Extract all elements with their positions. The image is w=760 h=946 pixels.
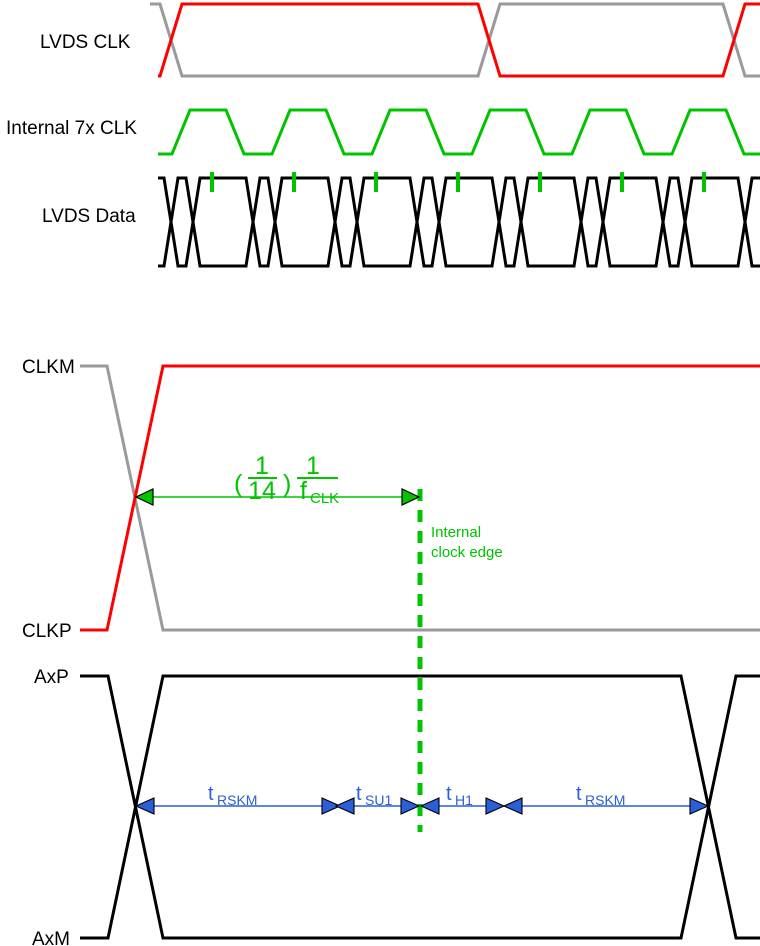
signal-label-clkp: CLKP [22, 621, 72, 642]
lvds-clk-complement-trace [150, 2, 760, 78]
t-h1-arrow-start [419, 797, 440, 815]
upper-diagram-group: LVDS CLK Internal 7x CLK LVDS Data [6, 2, 760, 268]
t-rskm-right-label-sub: RSKM [585, 792, 625, 808]
formula-fraction1-denominator: 14 [248, 477, 276, 505]
lvds-data-sample-ticks [210, 172, 706, 192]
t-h1-label-sub: H1 [455, 792, 473, 808]
period-arrow-right-head [401, 488, 421, 506]
period-formula: ( ) 1 14 1 f CLK [234, 452, 339, 507]
timing-measure-t-h1: t H1 [419, 783, 506, 815]
signal-label-axm: AxM [32, 929, 70, 946]
internal-7x-clk-trace [158, 108, 760, 156]
timing-measure-t-rskm-right: t RSKM [502, 783, 710, 815]
t-rskm-left-arrow-end [321, 797, 342, 815]
internal-clock-edge-label-line1: Internal [431, 524, 481, 541]
formula-fraction2-denominator-base: f [300, 477, 307, 505]
t-rskm-right-arrow-end [689, 797, 710, 815]
signal-label-clkm: CLKM [22, 357, 75, 378]
period-arrow-left-head [134, 488, 154, 506]
t-su1-label-base: t [356, 783, 362, 805]
internal-clock-edge-label-line2: clock edge [431, 544, 503, 561]
signal-label-lvds-clk: LVDS CLK [40, 32, 131, 53]
t-rskm-right-label-base: t [576, 783, 582, 805]
t-h1-label-base: t [446, 783, 452, 805]
lvds-data-lower-envelope [158, 176, 760, 268]
timing-measure-t-su1: t SU1 [334, 783, 421, 815]
t-rskm-left-arrow-start [134, 797, 155, 815]
axp-trace [80, 674, 760, 940]
formula-fraction2-denominator-sub: CLK [310, 490, 339, 507]
t-h1-arrow-end [485, 797, 506, 815]
lower-diagram-group: CLKM CLKP AxP AxM [22, 357, 760, 946]
formula-fraction1-numerator: 1 [255, 452, 269, 480]
formula-paren-open: ( [234, 470, 243, 498]
t-rskm-left-label-base: t [208, 783, 214, 805]
clkp-trace [80, 364, 760, 632]
lvds-clk-true-trace [158, 2, 760, 78]
t-su1-arrow-start [334, 797, 355, 815]
signal-label-internal-7x-clk: Internal 7x CLK [6, 118, 137, 139]
formula-paren-close: ) [283, 470, 291, 498]
t-rskm-right-arrow-start [502, 797, 523, 815]
timing-measure-t-rskm-left: t RSKM [134, 783, 342, 815]
timing-measurements-group: t RSKM t SU1 t H1 [134, 783, 710, 815]
t-su1-arrow-end [400, 797, 421, 815]
signal-label-lvds-data: LVDS Data [42, 206, 136, 227]
internal-clock-edge-annotation: ( ) 1 14 1 f CLK Internal clock edge [134, 452, 503, 832]
axm-trace [80, 674, 760, 940]
signal-label-axp: AxP [34, 667, 69, 688]
formula-fraction2-numerator: 1 [306, 452, 320, 480]
t-su1-label-sub: SU1 [365, 792, 392, 808]
t-rskm-left-label-sub: RSKM [217, 792, 257, 808]
